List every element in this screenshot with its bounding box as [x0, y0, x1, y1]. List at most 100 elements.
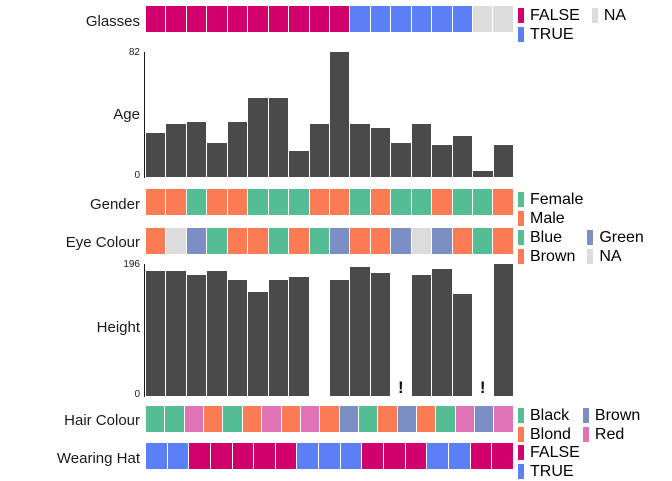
cell-glasses[interactable] — [289, 6, 309, 32]
cell-wearing-hat[interactable] — [319, 443, 340, 469]
bar-age[interactable] — [309, 123, 329, 177]
cell-glasses[interactable] — [452, 6, 472, 32]
cell-gender[interactable] — [391, 189, 411, 215]
cell-hair-colour[interactable] — [165, 406, 184, 432]
cell-hair-colour[interactable] — [204, 406, 223, 432]
cell-eye-colour[interactable] — [432, 228, 452, 254]
bar-height[interactable] — [248, 291, 268, 396]
cell-wearing-hat[interactable] — [232, 443, 254, 469]
cell-wearing-hat[interactable] — [427, 443, 448, 469]
bar-age[interactable] — [248, 97, 268, 177]
cell-eye-colour[interactable] — [186, 228, 207, 254]
bar-age[interactable] — [370, 128, 391, 177]
cell-gender[interactable] — [186, 189, 207, 215]
cell-hair-colour[interactable] — [494, 406, 513, 432]
cell-glasses[interactable] — [350, 6, 370, 32]
bar-height[interactable] — [452, 293, 473, 396]
bar-height[interactable] — [289, 276, 309, 396]
cell-eye-colour[interactable] — [452, 228, 472, 254]
bar-height[interactable] — [227, 280, 248, 396]
cell-glasses[interactable] — [329, 6, 350, 32]
bar-age[interactable] — [146, 132, 166, 177]
cell-glasses[interactable] — [309, 6, 329, 32]
bar-height[interactable] — [432, 269, 452, 396]
bar-height[interactable] — [186, 274, 207, 396]
cell-hair-colour[interactable] — [436, 406, 455, 432]
cell-eye-colour[interactable] — [227, 228, 248, 254]
cell-wearing-hat[interactable] — [189, 443, 210, 469]
cell-gender[interactable] — [411, 189, 432, 215]
cell-eye-colour[interactable] — [309, 228, 329, 254]
cell-hair-colour[interactable] — [146, 406, 165, 432]
bar-height[interactable] — [166, 270, 186, 396]
cell-hair-colour[interactable] — [281, 406, 300, 432]
cell-gender[interactable] — [268, 189, 289, 215]
bar-age[interactable] — [330, 52, 350, 177]
cell-wearing-hat[interactable] — [297, 443, 319, 469]
cell-gender[interactable] — [289, 189, 309, 215]
cell-gender[interactable] — [432, 189, 452, 215]
cell-eye-colour[interactable] — [268, 228, 289, 254]
bar-height[interactable] — [370, 272, 391, 396]
bar-height[interactable] — [207, 270, 227, 396]
cell-eye-colour[interactable] — [166, 228, 186, 254]
cell-glasses[interactable] — [370, 6, 391, 32]
cell-eye-colour[interactable] — [350, 228, 370, 254]
cell-gender[interactable] — [207, 189, 227, 215]
cell-wearing-hat[interactable] — [405, 443, 427, 469]
cell-gender[interactable] — [248, 189, 268, 215]
bar-age[interactable] — [227, 122, 248, 177]
cell-eye-colour[interactable] — [391, 228, 411, 254]
cell-wearing-hat[interactable] — [362, 443, 384, 469]
cell-wearing-hat[interactable] — [492, 443, 513, 469]
cell-hair-colour[interactable] — [242, 406, 262, 432]
cell-gender[interactable] — [473, 189, 493, 215]
cell-eye-colour[interactable] — [411, 228, 432, 254]
cell-wearing-hat[interactable] — [210, 443, 232, 469]
bar-age[interactable] — [207, 143, 227, 177]
cell-glasses[interactable] — [268, 6, 289, 32]
cell-glasses[interactable] — [166, 6, 186, 32]
cell-eye-colour[interactable] — [370, 228, 391, 254]
cell-wearing-hat[interactable] — [340, 443, 362, 469]
cell-wearing-hat[interactable] — [254, 443, 275, 469]
bar-age[interactable] — [452, 135, 473, 177]
cell-glasses[interactable] — [391, 6, 411, 32]
cell-wearing-hat[interactable] — [167, 443, 189, 469]
cell-eye-colour[interactable] — [473, 228, 493, 254]
cell-gender[interactable] — [227, 189, 248, 215]
cell-glasses[interactable] — [432, 6, 452, 32]
cell-hair-colour[interactable] — [320, 406, 339, 432]
cell-wearing-hat[interactable] — [448, 443, 470, 469]
bar-height[interactable] — [268, 280, 289, 396]
bar-height[interactable] — [146, 270, 166, 396]
cell-hair-colour[interactable] — [378, 406, 397, 432]
bar-age[interactable] — [391, 143, 411, 177]
cell-hair-colour[interactable] — [184, 406, 204, 432]
cell-eye-colour[interactable] — [146, 228, 166, 254]
cell-gender[interactable] — [350, 189, 370, 215]
cell-gender[interactable] — [452, 189, 472, 215]
cell-gender[interactable] — [329, 189, 350, 215]
cell-glasses[interactable] — [146, 6, 166, 32]
cell-glasses[interactable] — [493, 6, 513, 32]
cell-hair-colour[interactable] — [397, 406, 417, 432]
bar-age[interactable] — [166, 123, 186, 177]
cell-glasses[interactable] — [186, 6, 207, 32]
bar-age[interactable] — [493, 145, 513, 177]
cell-hair-colour[interactable] — [475, 406, 494, 432]
cell-glasses[interactable] — [248, 6, 268, 32]
cell-wearing-hat[interactable] — [384, 443, 405, 469]
cell-wearing-hat[interactable] — [275, 443, 297, 469]
cell-gender[interactable] — [370, 189, 391, 215]
cell-hair-colour[interactable] — [262, 406, 281, 432]
bar-age[interactable] — [268, 97, 289, 177]
bar-height[interactable] — [493, 264, 513, 396]
cell-gender[interactable] — [166, 189, 186, 215]
bar-height[interactable] — [411, 274, 432, 396]
cell-glasses[interactable] — [227, 6, 248, 32]
cell-glasses[interactable] — [411, 6, 432, 32]
cell-gender[interactable] — [309, 189, 329, 215]
bar-age[interactable] — [411, 123, 432, 177]
cell-hair-colour[interactable] — [339, 406, 358, 432]
